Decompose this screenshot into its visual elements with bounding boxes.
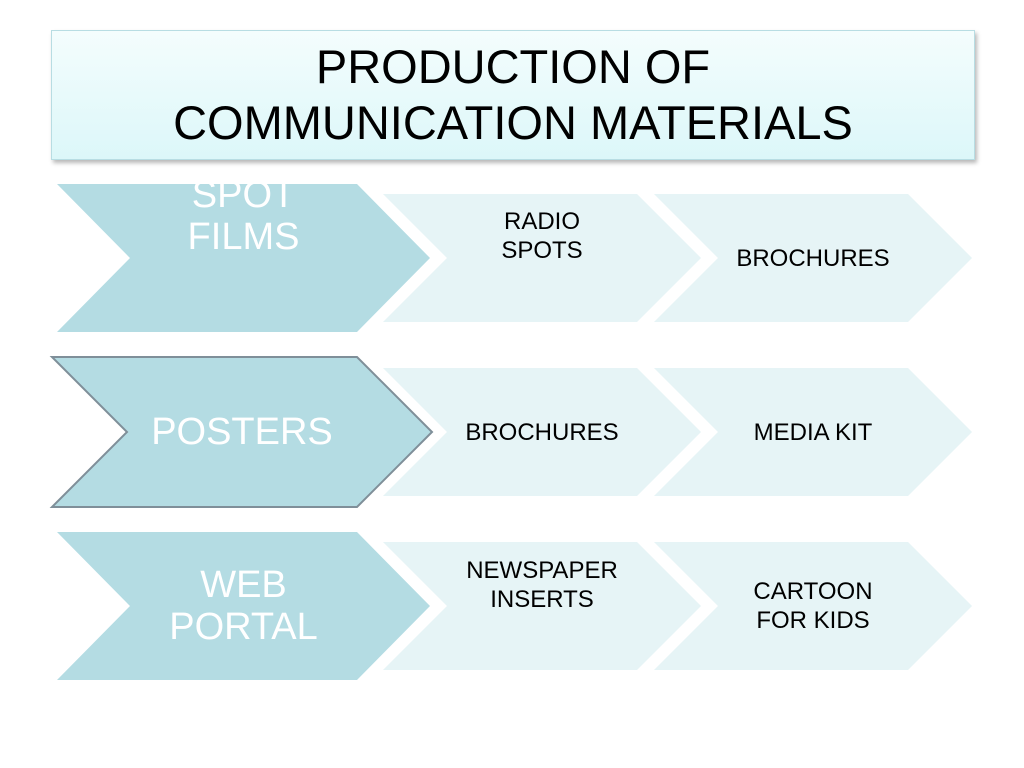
- chevron-main-label: WEB PORTAL: [169, 564, 318, 648]
- chevron-main-posters[interactable]: POSTERS: [49, 356, 434, 508]
- slide-title: PRODUCTION OF COMMUNICATION MATERIALS: [173, 40, 853, 149]
- chevron-item-radio-spots[interactable]: RADIO SPOTS: [383, 194, 701, 322]
- chevron-item-media-kit[interactable]: MEDIA KIT: [654, 368, 972, 496]
- chevron-main-spot-films[interactable]: SPOT FILMS: [57, 174, 430, 332]
- chevron-item-brochures[interactable]: BROCHURES: [383, 368, 701, 496]
- chevron-main-web-portal[interactable]: WEB PORTAL: [57, 532, 430, 680]
- title-box: PRODUCTION OF COMMUNICATION MATERIALS: [51, 30, 975, 160]
- chevron-item-label: MEDIA KIT: [753, 418, 873, 446]
- chevron-shape: [49, 356, 434, 508]
- chevron-item-newspaper-inserts[interactable]: NEWSPAPER INSERTS: [383, 542, 701, 670]
- chevron-shape: [654, 368, 972, 496]
- chevron-shape: [383, 194, 701, 322]
- chevron-item-label: RADIO SPOTS: [501, 208, 583, 264]
- chevron-item-label: NEWSPAPER INSERTS: [466, 557, 618, 613]
- chevron-item-brochures[interactable]: BROCHURES: [654, 194, 972, 322]
- chevron-item-label: BROCHURES: [736, 244, 890, 272]
- chevron-main-label: POSTERS: [151, 411, 333, 453]
- chevron-shape: [57, 532, 430, 680]
- chevron-item-label: CARTOON FOR KIDS: [753, 578, 873, 634]
- chevron-shape: [383, 542, 701, 670]
- chevron-shape: [654, 194, 972, 322]
- chevron-item-cartoon-for-kids[interactable]: CARTOON FOR KIDS: [654, 542, 972, 670]
- chevron-shape: [383, 368, 701, 496]
- chevron-shape: [654, 542, 972, 670]
- chevron-main-label: SPOT FILMS: [187, 174, 300, 258]
- chevron-shape: [57, 184, 430, 332]
- chevron-item-label: BROCHURES: [465, 418, 619, 446]
